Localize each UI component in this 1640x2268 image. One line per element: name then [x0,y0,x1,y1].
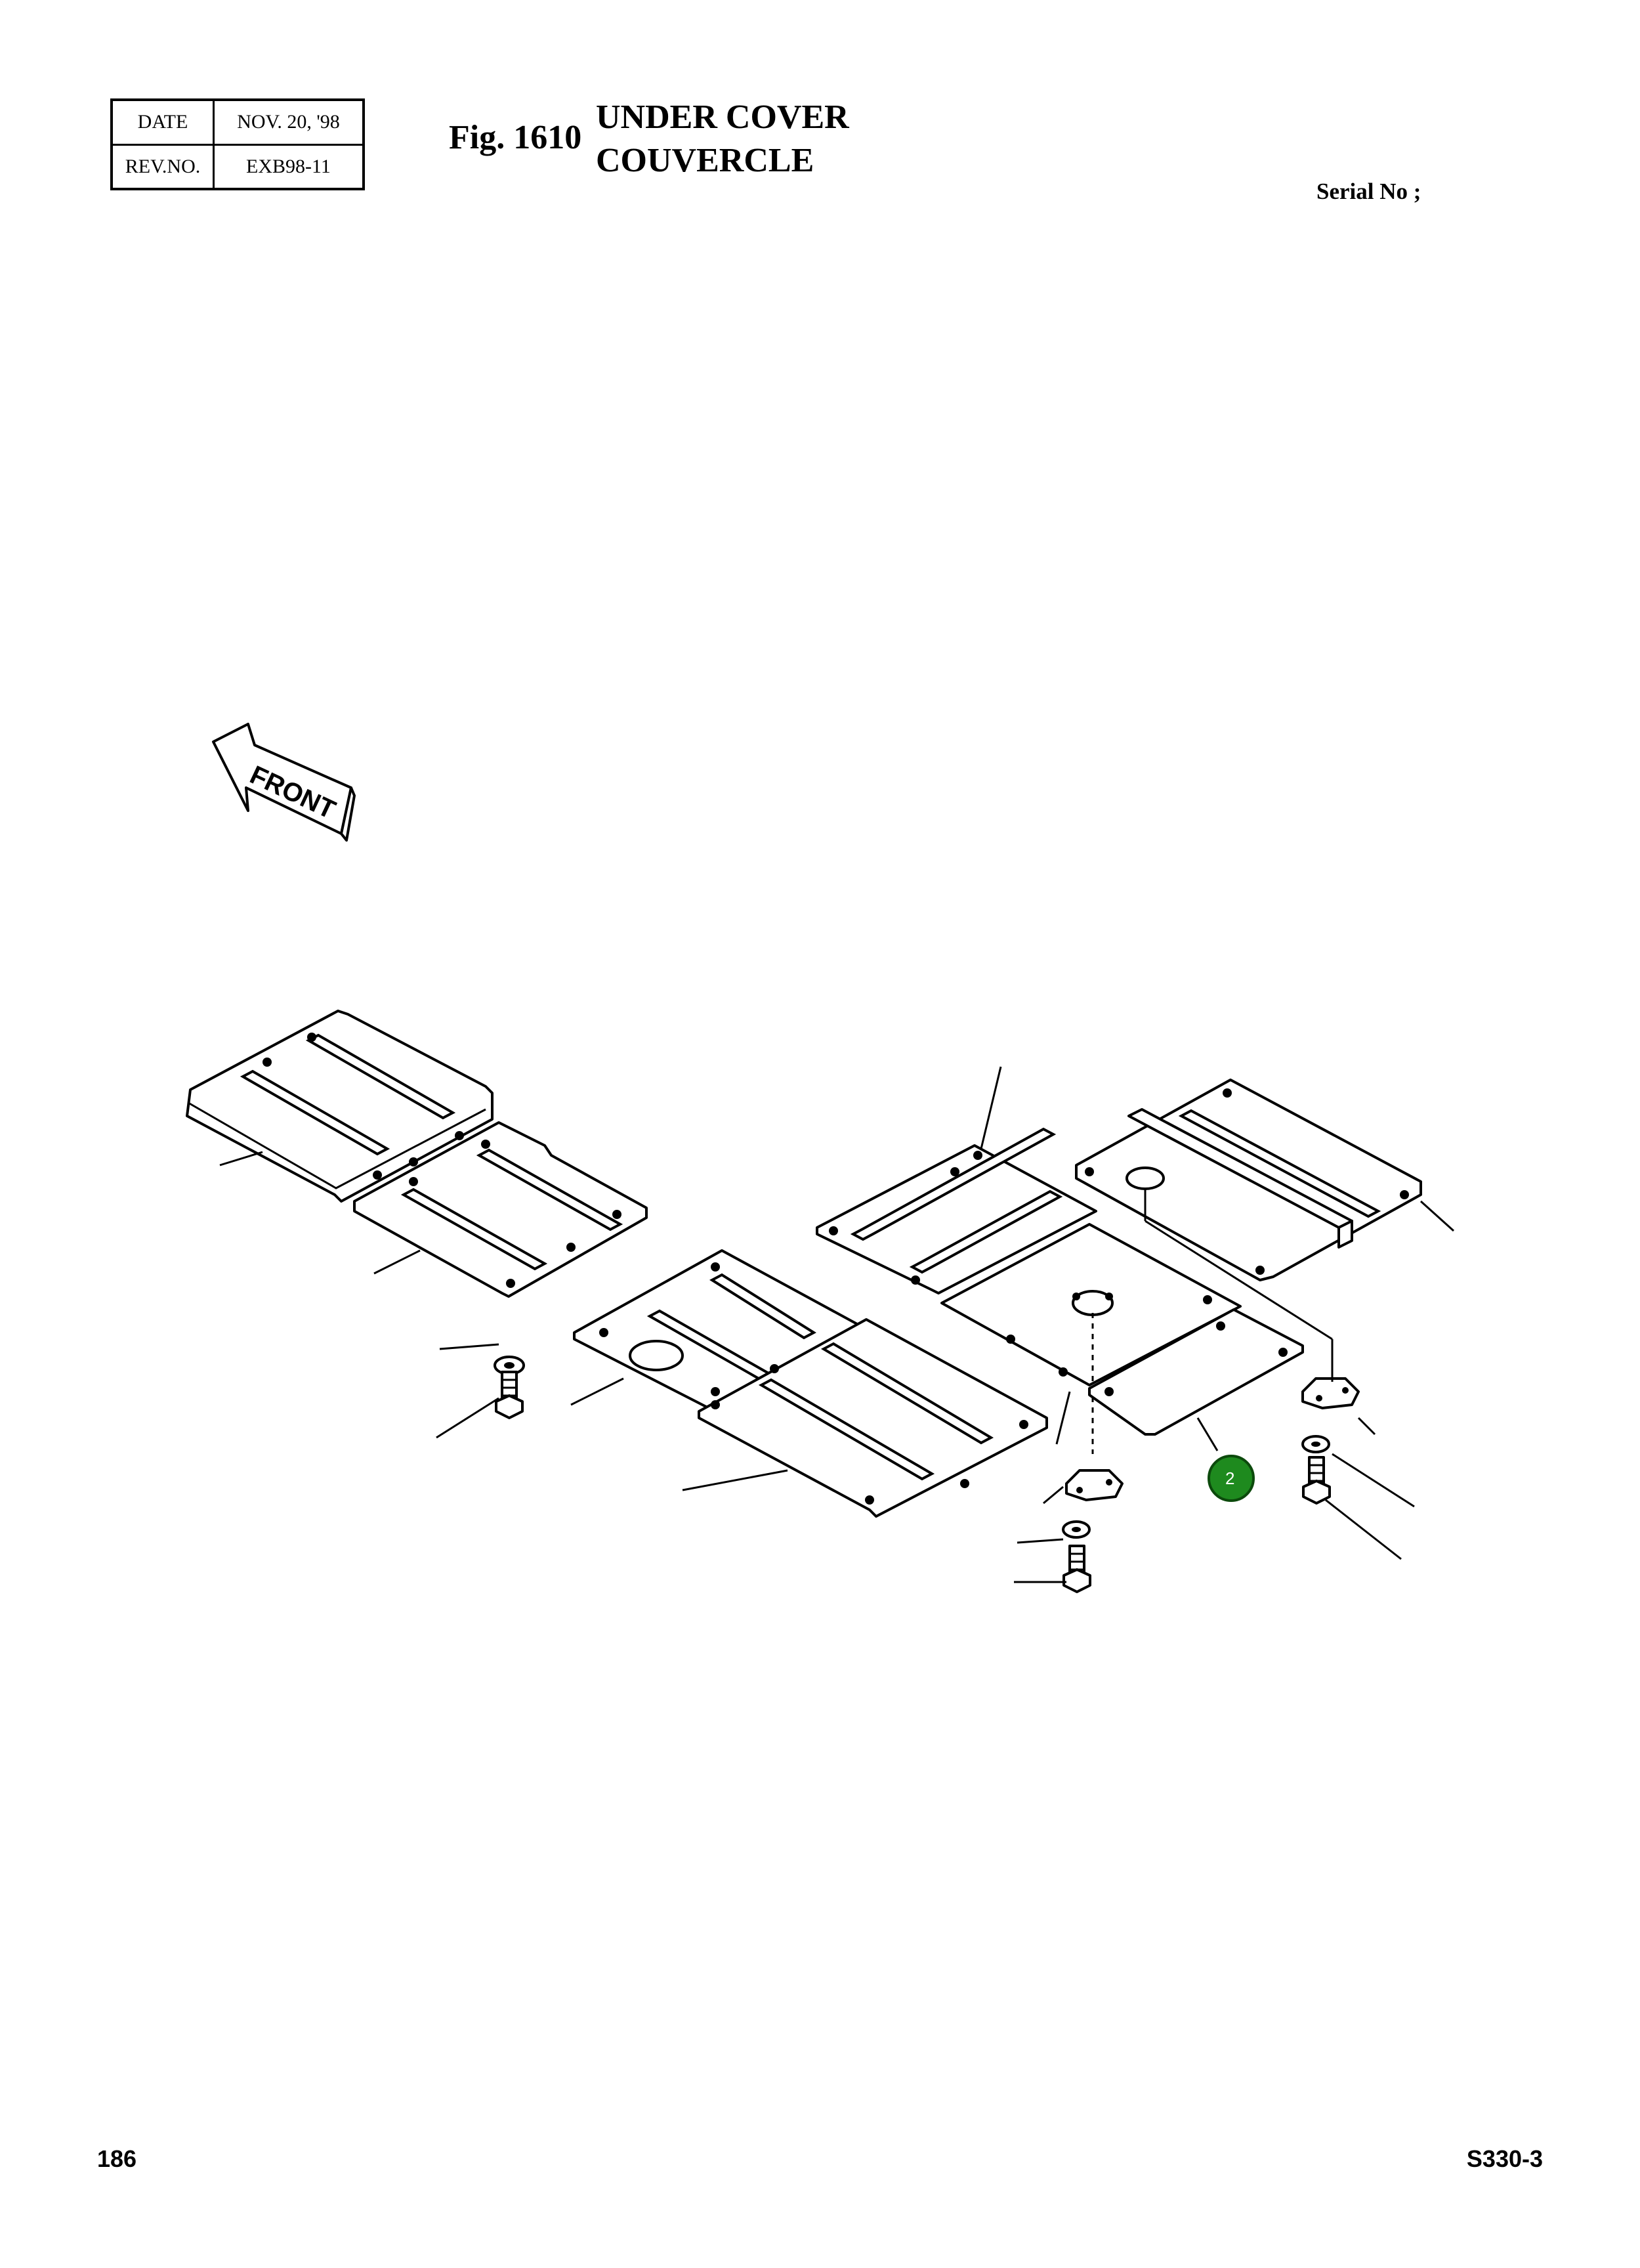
center-plate [940,1223,1242,1454]
front-arrow: FRONT [212,723,356,842]
serial-number-label: Serial No ; [1316,179,1421,204]
left-bolt-washer [494,1356,525,1419]
page-number: 186 [97,2145,137,2172]
title-french: COUVERCLE [596,142,814,179]
center-cap-bolt [1062,1469,1124,1593]
center-right-top-panel [816,1127,1097,1294]
center-bottom-panel [698,1318,1048,1518]
rev-label: REV.NO. [110,143,215,190]
callout-2-label: 2 [1225,1468,1234,1488]
right-large-panel [1075,1079,1422,1281]
callout-2[interactable]: 2 [1208,1455,1255,1502]
date-label: DATE [110,98,215,146]
right-small-plate [1088,1308,1304,1436]
left-rear-panel [353,1121,648,1298]
rev-value: EXB98-11 [213,143,365,190]
figure-number: Fig. 1610 [449,119,582,156]
center-left-panel [573,1249,874,1416]
leader-lines [219,1066,1455,1583]
left-front-panel [186,1010,494,1203]
date-value: NOV. 20, '98 [213,98,365,146]
title-english: UNDER COVER [596,98,849,136]
figure-title: UNDER COVER COUVERCLE [596,96,849,182]
revision-table: DATE NOV. 20, '98 REV.NO. EXB98-11 [110,98,365,190]
right-cap-bolt [1145,1220,1360,1505]
model-number: S330-3 [1466,2145,1543,2172]
rev-row: REV.NO. EXB98-11 [110,143,365,190]
date-row: DATE NOV. 20, '98 [110,98,365,146]
